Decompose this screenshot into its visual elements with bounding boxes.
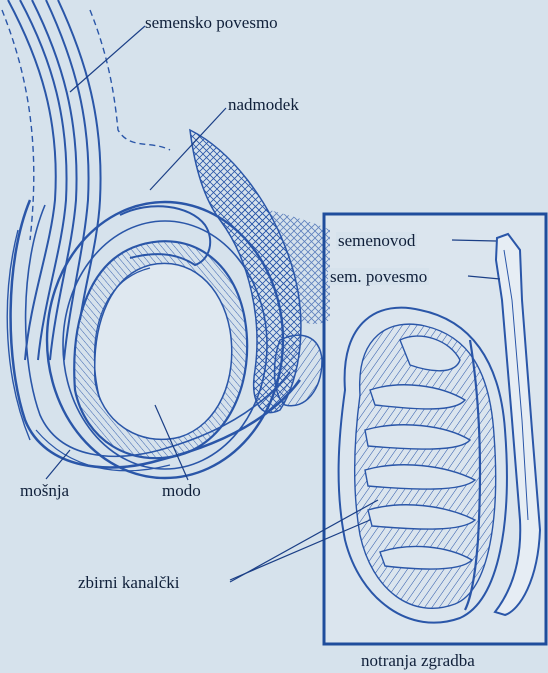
leader-scrotum	[46, 450, 70, 479]
label-collecting-ducts: zbirni kanalčki	[78, 574, 180, 591]
label-testis: modo	[162, 482, 201, 499]
label-scrotum: mošnja	[20, 482, 69, 499]
label-epididymis: nadmodek	[228, 96, 299, 113]
label-spermatic-cord: semensko povesmo	[145, 14, 278, 31]
leader-vas-deferens	[452, 240, 496, 241]
leader-spermatic-cord-short	[468, 276, 500, 279]
label-vas-deferens: semenovod	[336, 232, 417, 249]
label-spermatic-cord-short: sem. povesmo	[328, 268, 429, 285]
label-internal-structure: notranja zgradba	[361, 652, 475, 669]
